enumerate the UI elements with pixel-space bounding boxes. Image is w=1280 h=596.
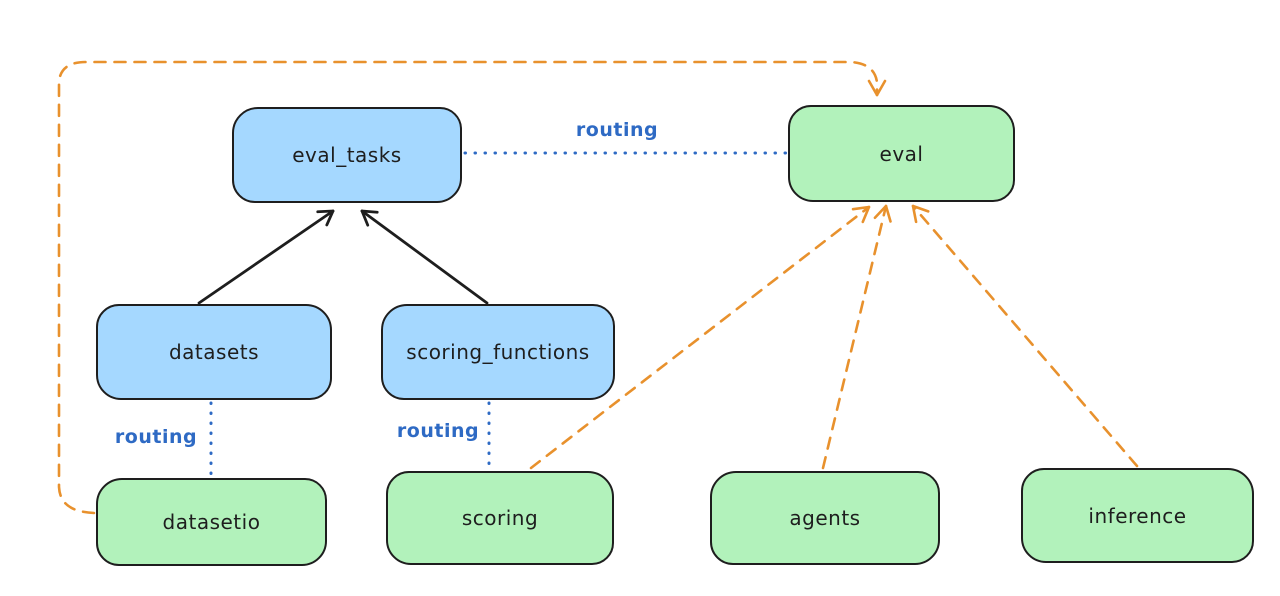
node-datasetio-label: datasetio [162,510,261,534]
edge-label-routing-datasetio: routing [114,426,198,448]
node-scoring-label: scoring [461,506,539,530]
edge-agents-to-eval [821,204,892,470]
edge-label-routing-scoring: routing [396,420,480,442]
node-scoring-functions: scoring_functions [381,304,615,400]
edge-datasetio-to-eval-loop [57,60,887,515]
node-agents: agents [710,471,940,565]
node-datasets: datasets [96,304,332,400]
node-eval-label: eval [879,141,924,166]
node-scoring: scoring [386,471,614,565]
node-eval-tasks-label: eval_tasks [292,143,402,167]
node-scoring-functions-label: scoring_functions [406,340,590,364]
edge-label-routing-top: routing [575,119,659,141]
node-datasetio: datasetio [96,478,327,566]
node-eval-tasks: eval_tasks [232,107,462,203]
edge-scoring-to-eval [529,205,871,470]
edge-datasets-to-eval-tasks [197,209,335,305]
edge-scoring-functions-to-eval-tasks [360,209,489,305]
node-inference: inference [1021,468,1254,563]
node-datasets-label: datasets [168,340,260,364]
node-eval: eval [788,105,1015,202]
edge-inference-to-eval [911,204,1139,468]
node-agents-label: agents [789,506,861,530]
node-inference-label: inference [1088,503,1187,528]
